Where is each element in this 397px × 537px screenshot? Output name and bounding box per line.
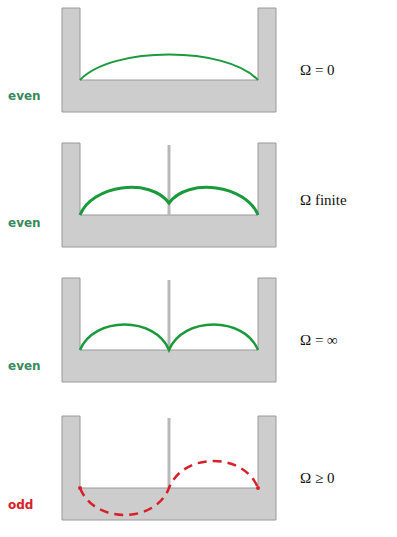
- well-panel: [62, 8, 276, 112]
- wavefunction: [80, 55, 258, 81]
- omega-label: Ω ≥ 0: [300, 470, 334, 487]
- wavefunction: [80, 187, 258, 215]
- well-panel: [62, 278, 276, 382]
- parity-label: odd: [8, 499, 33, 512]
- wavefunction: [80, 325, 258, 351]
- potential-well: [62, 278, 276, 382]
- omega-label: Ω = 0: [300, 62, 335, 79]
- parity-label: even: [8, 217, 41, 230]
- well-panel: [62, 416, 276, 520]
- end-dot: [78, 486, 82, 490]
- potential-well: [62, 8, 276, 112]
- parity-label: even: [8, 90, 41, 103]
- barrier: [168, 418, 171, 488]
- omega-label: Ω finite: [300, 192, 347, 209]
- end-dot: [256, 486, 260, 490]
- potential-well: [62, 416, 276, 520]
- potential-well: [62, 143, 276, 247]
- well-panel: [62, 143, 276, 247]
- wavefunction: [80, 461, 258, 515]
- barrier: [168, 280, 171, 350]
- parity-label: even: [8, 360, 41, 373]
- omega-label: Ω = ∞: [300, 332, 338, 349]
